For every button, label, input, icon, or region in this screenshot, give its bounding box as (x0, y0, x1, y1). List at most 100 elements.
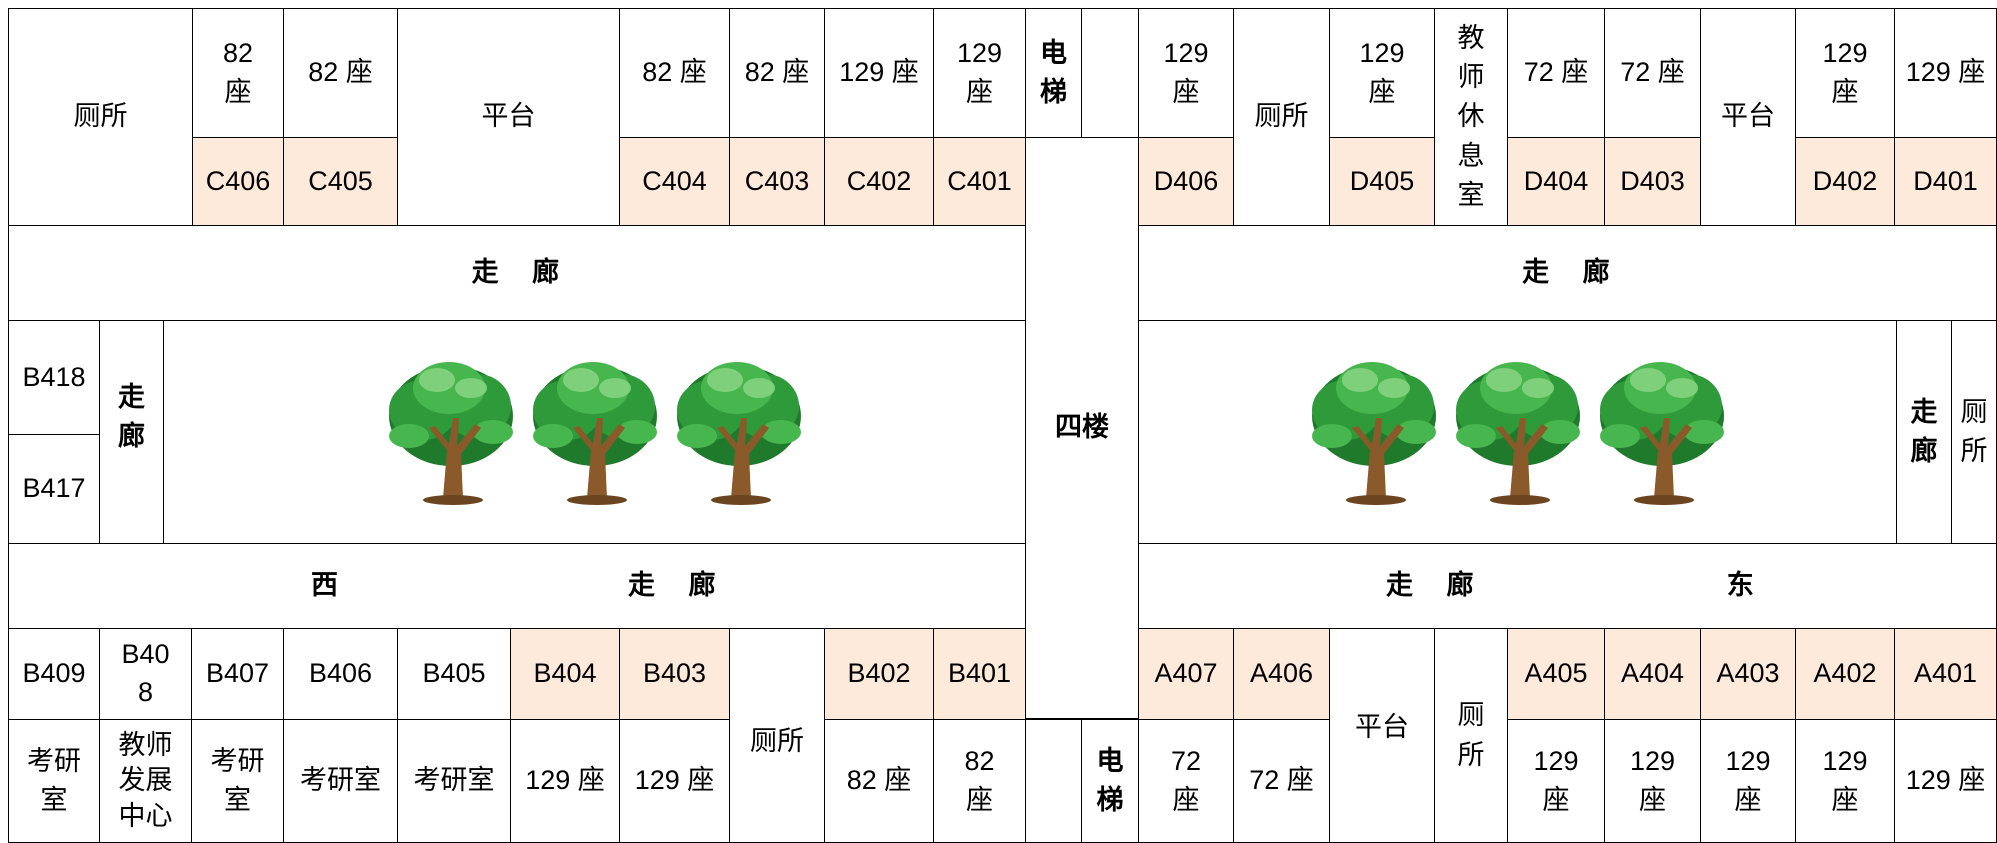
platform-west: 平台 (397, 8, 620, 226)
seat-count: 129 座 (1725, 745, 1771, 815)
room-use: 教师发展中心 (118, 730, 173, 831)
room-use: 考研室 (26, 745, 81, 815)
direction-label: 西 (311, 570, 338, 601)
a407-seats: 72 座 (1138, 719, 1234, 843)
platform-label: 平台 (481, 101, 536, 132)
a405-seats: 129 座 (1507, 719, 1605, 843)
c405-seats: 82 座 (283, 8, 398, 138)
courtyard-east (1138, 320, 1897, 544)
toilet-label: 厕所 (1960, 396, 1988, 466)
room-number: A401 (1913, 658, 1978, 689)
b409-use: 考研室 (8, 719, 100, 843)
room-number: D405 (1349, 165, 1415, 196)
d406-seats: 129 座 (1138, 8, 1234, 138)
a401-seats: 129 座 (1894, 719, 1997, 843)
room-number: B401 (947, 658, 1012, 689)
seat-count: 129 座 (1163, 37, 1209, 107)
seat-count: 129 座 (525, 765, 605, 796)
c404-seats: 82 座 (619, 8, 730, 138)
tree-group (383, 358, 807, 506)
room-c401: C401 (933, 137, 1026, 226)
room-number: B405 (422, 658, 486, 689)
direction-label: 东 (1726, 570, 1754, 601)
seat-count: 72 座 (1523, 57, 1589, 88)
room-a406: A406 (1233, 628, 1330, 720)
d401-seats: 129 座 (1894, 8, 1997, 138)
room-b408: B408 (99, 628, 192, 720)
elevator-label: 电梯 (1040, 37, 1067, 107)
room-c405: C405 (283, 137, 398, 226)
room-b409: B409 (8, 628, 100, 720)
room-number: C403 (744, 165, 810, 196)
room-number: A407 (1154, 658, 1218, 689)
room-c402: C402 (824, 137, 934, 226)
b407-use: 考研室 (191, 719, 284, 843)
a406-seats: 72 座 (1233, 719, 1330, 843)
room-d401: D401 (1894, 137, 1997, 226)
room-a401: A401 (1894, 628, 1997, 720)
room-c403: C403 (729, 137, 825, 226)
room-number: B418 (22, 361, 86, 392)
room-b401: B401 (933, 628, 1026, 720)
corridor-label: 走 廊 (471, 257, 563, 288)
b403-seats: 129 座 (619, 719, 730, 843)
corridor-south-west: 西 走 廊 (8, 543, 1026, 629)
room-number: B409 (22, 658, 86, 689)
seat-count: 129 座 (1822, 37, 1868, 107)
blank-cell (1025, 719, 1082, 843)
elevator-north: 电梯 (1025, 8, 1082, 138)
floor-label-text: 四楼 (1055, 412, 1109, 443)
seat-count: 129 座 (1905, 57, 1986, 88)
elevator-label: 电梯 (1096, 745, 1124, 815)
seat-count: 72 座 (1170, 745, 1202, 815)
seat-count: 82 座 (846, 765, 912, 796)
platform-south: 平台 (1329, 628, 1435, 843)
seat-count: 82 座 (308, 57, 373, 88)
room-number: C402 (846, 165, 912, 196)
room-b407: B407 (191, 628, 284, 720)
elevator-south: 电梯 (1081, 719, 1139, 843)
a403-seats: 129 座 (1700, 719, 1796, 843)
seat-count: 82 座 (222, 37, 254, 107)
toilet-south-east: 厕所 (1434, 628, 1508, 843)
toilet-east: 厕所 (1951, 320, 1997, 544)
toilet-label: 厕所 (1254, 101, 1309, 132)
corridor-west-vertical: 走廊 (99, 320, 164, 544)
room-a405: A405 (1507, 628, 1605, 720)
d403-seats: 72 座 (1604, 8, 1701, 138)
tree-icon (388, 362, 513, 505)
corridor-east-vertical: 走廊 (1896, 320, 1952, 544)
corridor-north-east: 走 廊 (1138, 225, 1997, 321)
seat-count: 72 座 (1620, 57, 1685, 88)
seat-count: 129 座 (839, 57, 919, 88)
b402-seats: 82 座 (824, 719, 934, 843)
seat-count: 129 座 (1629, 745, 1676, 815)
courtyard-west (163, 320, 1026, 544)
c406-seats: 82 座 (192, 8, 284, 138)
c402-seats: 129 座 (824, 8, 934, 138)
room-d405: D405 (1329, 137, 1435, 226)
room-b418: B418 (8, 320, 100, 435)
seat-count: 129 座 (1822, 745, 1868, 815)
room-number: C405 (308, 165, 373, 196)
room-number: A403 (1716, 658, 1780, 689)
corridor-label: 走 廊 (1386, 570, 1477, 601)
room-d402: D402 (1795, 137, 1895, 226)
d402-seats: 129 座 (1795, 8, 1895, 138)
blank-cell (1081, 8, 1139, 138)
c403-seats: 82 座 (729, 8, 825, 138)
room-number: A402 (1813, 658, 1877, 689)
tree-group (1306, 358, 1730, 506)
room-number: D401 (1913, 165, 1978, 196)
room-number: B407 (205, 658, 270, 689)
corridor-label: 走 廊 (1522, 257, 1613, 288)
d405-seats: 129 座 (1329, 8, 1435, 138)
toilet-label: 厕所 (750, 726, 804, 756)
seat-count: 129 座 (1533, 745, 1579, 815)
seat-count: 72 座 (1249, 765, 1314, 796)
corridor-label: 走廊 (1910, 396, 1938, 466)
room-b404: B404 (510, 628, 620, 720)
room-number: B408 (121, 639, 170, 707)
room-a403: A403 (1700, 628, 1796, 720)
